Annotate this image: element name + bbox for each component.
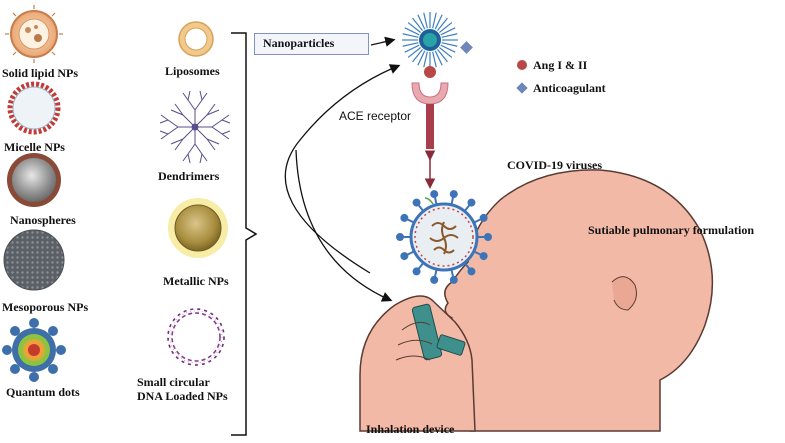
label-metallic: Metallic NPs: [163, 274, 229, 288]
label-dendrimers: Dendrimers: [158, 169, 220, 183]
delivery-arrow-down: [295, 149, 393, 302]
delivery-arrow-up: [284, 64, 401, 274]
legend-ang-label: Ang I & II: [533, 58, 588, 72]
inhaler-device-icon: [359, 295, 476, 432]
label-covid: COVID-19 viruses: [507, 158, 602, 172]
label-micelle: Micelle NPs: [4, 140, 65, 154]
legend-anticoagulant-label: Anticoagulant: [533, 81, 606, 95]
label-dna-line2: DNA Loaded NPs: [137, 389, 228, 403]
label-nanospheres: Nanospheres: [10, 213, 76, 227]
anticoagulant-marker: [460, 41, 473, 54]
label-liposomes: Liposomes: [165, 64, 220, 78]
legend-anticoagulant-icon: [516, 82, 528, 94]
dendrimer-icon: [159, 90, 231, 164]
metallic-np-icon: [168, 198, 228, 258]
legend-ang-icon: [517, 60, 527, 70]
grouping-bracket: [231, 32, 258, 436]
label-quantum-dots: Quantum dots: [6, 385, 80, 399]
label-ace-receptor: ACE receptor: [339, 109, 412, 123]
nanoparticle-icon: [402, 12, 458, 68]
covid-virus-icon: [396, 190, 492, 284]
dna-loaded-np-icon: [167, 308, 225, 366]
human-head-illustration: [444, 169, 714, 432]
ang-marker: [424, 66, 436, 78]
label-solid-lipid: Solid lipid NPs: [2, 66, 79, 80]
micelle-np-icon: [7, 81, 61, 135]
liposome-icon: [178, 21, 214, 57]
ace-receptor-icon: [411, 82, 449, 149]
quantum-dot-icon: [2, 318, 66, 382]
solid-lipid-np-icon: [5, 5, 63, 63]
label-inhalation-device: Inhalation device: [366, 422, 455, 436]
mesoporous-np-icon: [3, 229, 65, 291]
box-to-np-arrow: [370, 36, 396, 47]
label-dna-line1: Small circular: [137, 375, 210, 389]
nanoparticles-box: Nanoparticles: [254, 33, 369, 55]
label-mesoporous: Mesoporous NPs: [2, 300, 89, 314]
nanosphere-icon: [7, 153, 61, 207]
label-formulation: Sutiable pulmonary formulation: [588, 223, 755, 237]
